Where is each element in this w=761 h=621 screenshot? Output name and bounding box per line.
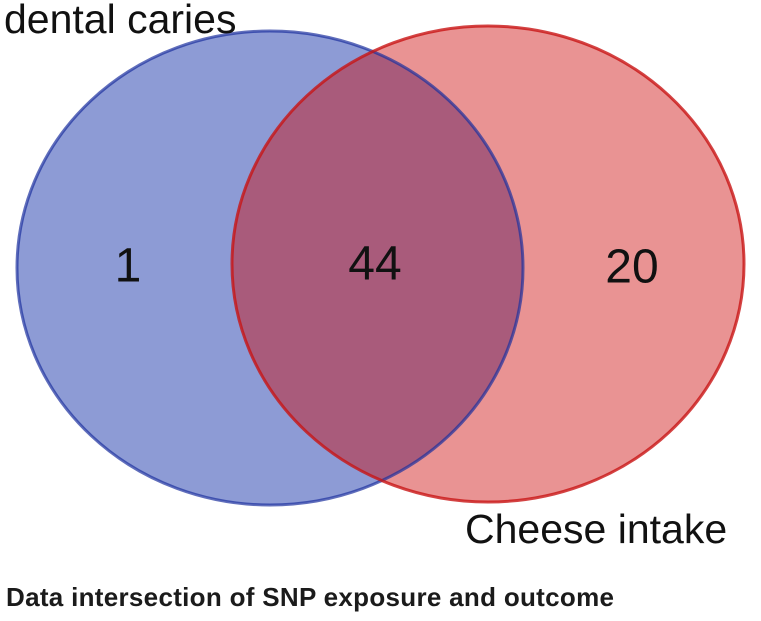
right-set-circle-outline [230, 24, 746, 504]
venn-diagram: dental caries Cheese intake 1 44 20 [4, 0, 746, 552]
intersection-count: 44 [348, 238, 401, 291]
left-set-label: dental caries [4, 0, 236, 42]
figure-caption: Data intersection of SNP exposure and ou… [6, 582, 615, 612]
right-only-count: 20 [605, 241, 658, 294]
right-set-label: Cheese intake [465, 506, 727, 552]
left-set-circle-outline [15, 29, 525, 507]
left-set-circle-fill [17, 31, 523, 505]
left-only-count: 1 [115, 240, 142, 293]
right-set-circle-fill [232, 26, 744, 502]
